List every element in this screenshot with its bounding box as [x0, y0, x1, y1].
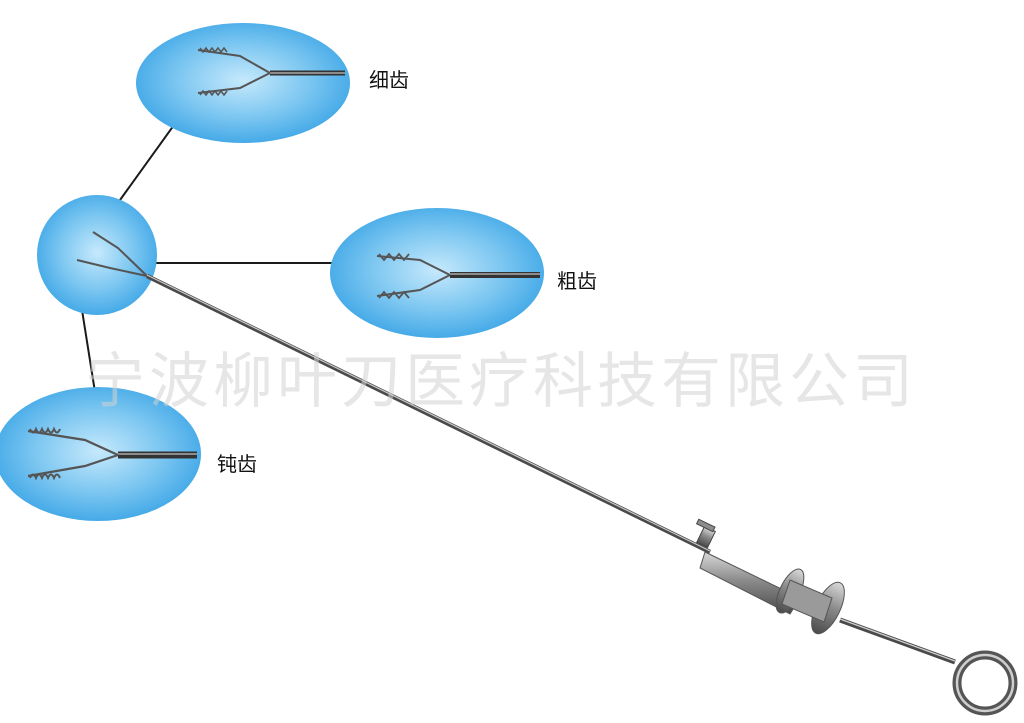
fine-teeth-jaw — [197, 46, 345, 97]
bubble-fine-teeth — [136, 23, 350, 143]
forceps-shaft — [146, 273, 711, 555]
bubble-coarse-teeth — [330, 208, 544, 338]
label-blunt-teeth: 钝齿 — [217, 452, 257, 476]
connector-blunt — [81, 309, 96, 393]
label-coarse-teeth: 粗齿 — [557, 269, 597, 293]
connector-fine — [119, 124, 175, 201]
bubble-main-tip — [37, 195, 157, 315]
forceps-handle — [695, 518, 1018, 716]
coarse-teeth-jaw — [376, 252, 540, 300]
label-fine-teeth: 细齿 — [369, 68, 409, 92]
main-tip-jaw — [76, 231, 148, 277]
bubble-blunt-teeth — [0, 387, 201, 521]
blunt-teeth-jaw — [27, 426, 197, 481]
